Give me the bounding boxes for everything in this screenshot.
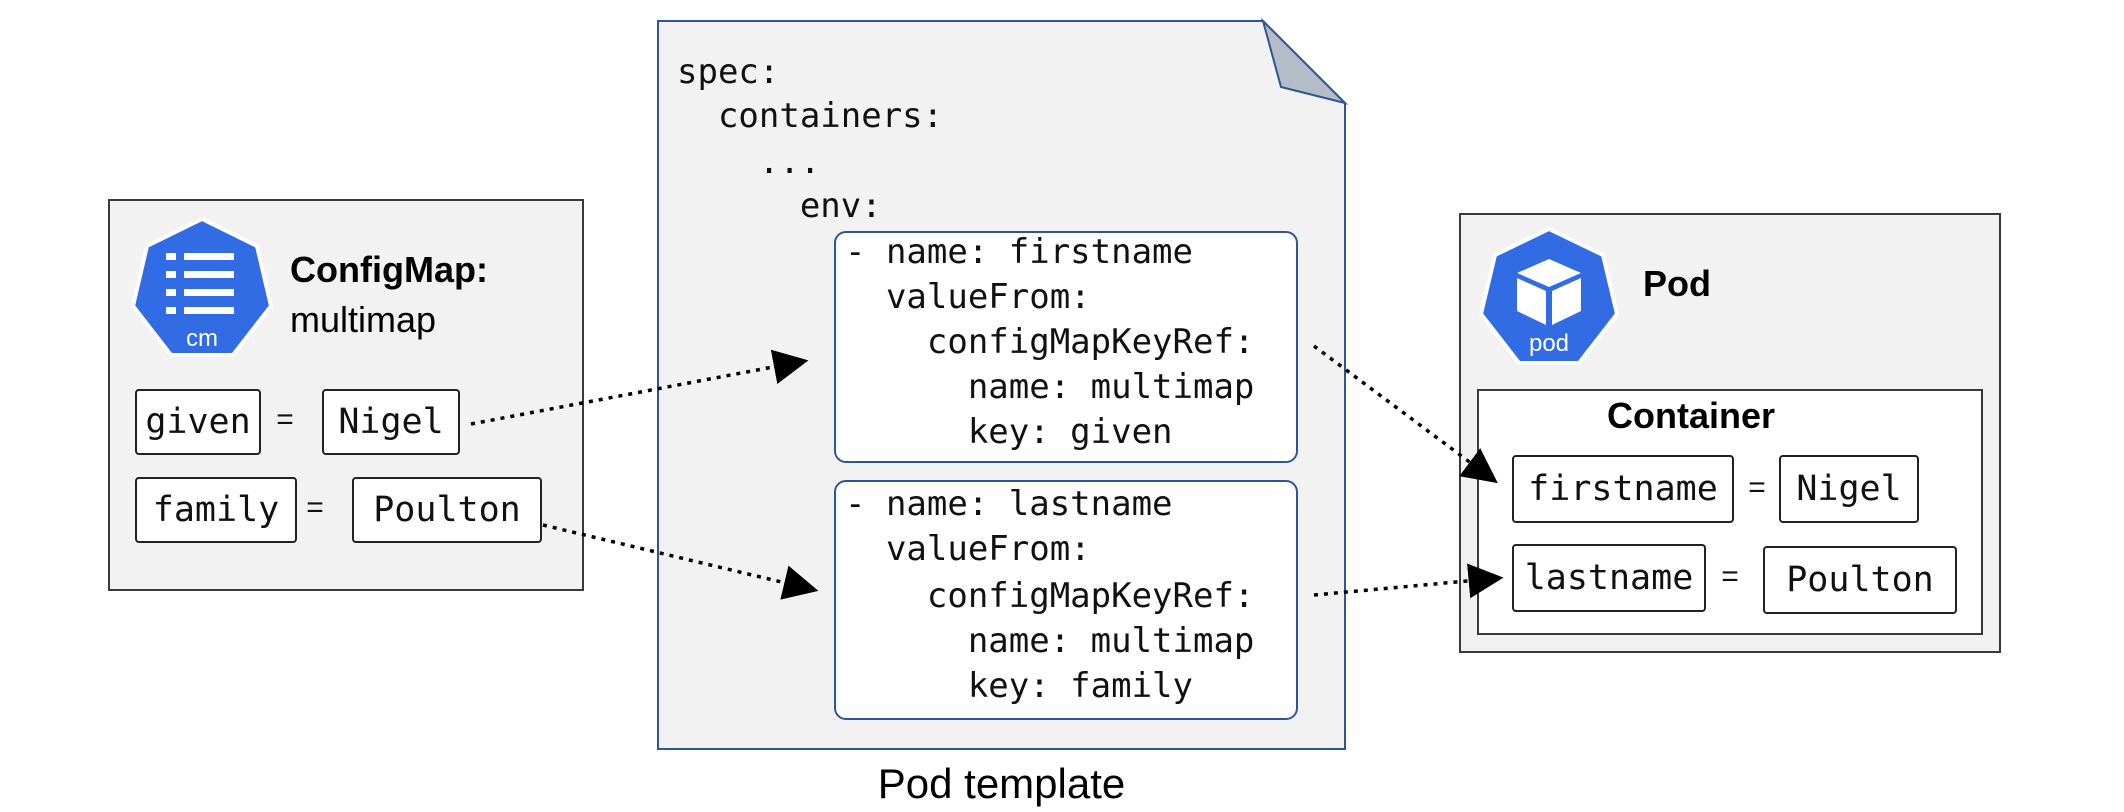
- pod-env-name-lastname: lastname: [1512, 544, 1706, 612]
- pod-env-name-firstname: firstname: [1512, 455, 1734, 523]
- pod-icon-label: pod: [1529, 330, 1569, 357]
- configmap-icon: cm: [130, 216, 274, 357]
- env-lastname-line-4: name: multimap: [845, 621, 1255, 661]
- yaml-containers-line: containers:: [677, 96, 944, 136]
- equals-sign: =: [306, 491, 324, 524]
- page-fold-corner: [1261, 17, 1349, 105]
- equals-sign: =: [1721, 560, 1739, 593]
- env-lastname-line-3: configMapKeyRef:: [845, 576, 1255, 616]
- configmap-value-given: Nigel: [322, 389, 460, 455]
- pod-env-value-firstname: Nigel: [1779, 455, 1919, 523]
- pod-panel: pod Pod Container firstname = Nigel last…: [1459, 213, 2001, 653]
- configmap-title: ConfigMap:: [290, 249, 488, 290]
- env-entry-firstname: [834, 231, 1298, 463]
- pod-title: Pod: [1643, 263, 1711, 304]
- equals-sign: =: [276, 403, 294, 436]
- configmap-key-given: given: [135, 389, 261, 455]
- configmap-name: multimap: [290, 299, 437, 340]
- env-lastname-line-1: - name: lastname: [845, 484, 1173, 524]
- configmap-icon-label: cm: [186, 325, 218, 352]
- env-firstname-line-5: key: given: [845, 412, 1173, 452]
- env-entry-lastname: [834, 480, 1298, 720]
- configmap-value-family: Poulton: [352, 477, 542, 543]
- env-lastname-line-5: key: family: [845, 666, 1193, 706]
- env-firstname-line-3: configMapKeyRef:: [845, 322, 1255, 362]
- equals-sign: =: [1748, 471, 1766, 504]
- pod-icon: pod: [1478, 226, 1620, 365]
- env-lastname-line-2: valueFrom:: [845, 529, 1091, 569]
- yaml-ellipsis-line: ...: [677, 142, 821, 182]
- container-title: Container: [1607, 395, 1776, 436]
- yaml-spec-line: spec:: [677, 52, 780, 92]
- pod-env-value-lastname: Poulton: [1763, 546, 1957, 614]
- configmap-key-family: family: [135, 477, 297, 543]
- env-firstname-line-2: valueFrom:: [845, 277, 1091, 317]
- yaml-env-line: env:: [677, 186, 882, 226]
- env-firstname-line-1: - name: firstname: [845, 232, 1193, 272]
- pod-template-caption: Pod template: [877, 760, 1126, 807]
- env-firstname-line-4: name: multimap: [845, 367, 1255, 407]
